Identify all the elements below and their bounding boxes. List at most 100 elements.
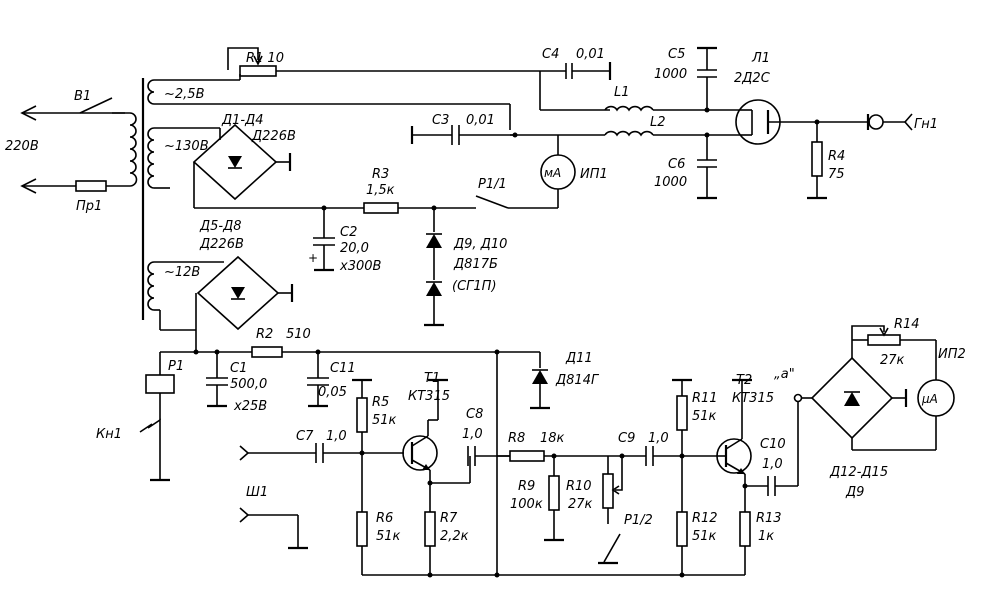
- label-ip1: ИП1: [580, 167, 608, 182]
- label-w130: ~130В: [164, 139, 209, 154]
- label-d11-type: Д814Г: [555, 373, 600, 388]
- label-c6-val: 1000: [654, 175, 687, 190]
- label-gn1: Гн1: [914, 117, 938, 132]
- label-r3: R3: [372, 167, 389, 182]
- label-r10: R10: [566, 479, 592, 494]
- label-r6: R6: [376, 511, 393, 526]
- label-c2-val2: х300В: [339, 259, 382, 274]
- r3-resistor: [363, 202, 399, 214]
- label-c1-val2: х25В: [233, 399, 267, 414]
- label-r5: R5: [372, 395, 389, 410]
- test-point-a: [793, 393, 803, 403]
- label-c2-val1: 20,0: [340, 241, 369, 256]
- label-l1: L1: [614, 85, 630, 100]
- label-r6-val: 51к: [376, 529, 401, 544]
- l2-inductor: [604, 130, 654, 137]
- label-b1: В1: [74, 89, 91, 104]
- label-t2: Т2: [736, 373, 752, 388]
- label-r4-val: 75: [828, 167, 845, 182]
- label-r2-val: 510: [286, 327, 311, 342]
- label-sg1p: (СГ1П): [452, 279, 497, 294]
- label-w25: ~2,5В: [164, 87, 205, 102]
- label-c9: С9: [618, 431, 635, 446]
- label-c8: С8: [466, 407, 483, 422]
- label-r11-val: 51к: [692, 409, 717, 424]
- label-d5d8-type: Д226В: [199, 237, 244, 252]
- label-l2: L2: [650, 115, 666, 130]
- label-mains: 220В: [5, 139, 39, 154]
- label-r11: R11: [692, 391, 718, 406]
- label-c4: С4: [542, 47, 559, 62]
- label-r13: R13: [756, 511, 782, 526]
- r9-resistor: [548, 475, 560, 511]
- label-c3: С3: [432, 113, 449, 128]
- r7-resistor: [424, 511, 436, 547]
- lv-rectifier: [154, 255, 294, 352]
- label-c1: С1: [230, 361, 247, 376]
- amp-stage-2: [497, 378, 803, 575]
- label-ip2: ИП2: [938, 347, 966, 362]
- label-d12d15: Д12-Д15: [829, 465, 888, 480]
- label-t1: Т1: [424, 371, 440, 386]
- label-c11-val: 0,05: [318, 385, 347, 400]
- label-p11: Р1/1: [478, 177, 507, 192]
- ground-bus: [362, 352, 745, 578]
- p1-relay: [145, 374, 175, 394]
- label-r7-val: 2,2к: [440, 529, 469, 544]
- label-r9: R9: [518, 479, 535, 494]
- label-point-a: „а": [774, 367, 795, 382]
- lamp-2d2s: [735, 99, 913, 200]
- heater-circuit: [154, 47, 612, 130]
- label-c7: С7: [296, 429, 314, 444]
- label-c10-val: 1,0: [762, 457, 783, 472]
- l1-inductor: [604, 105, 654, 112]
- d1-d4-bridge: [192, 123, 278, 201]
- label-w12: ~12В: [164, 265, 200, 280]
- r6-resistor: [356, 511, 368, 547]
- label-c4-val: 0,01: [576, 47, 605, 62]
- label-r3-val: 1,5к: [366, 183, 395, 198]
- label-c5: С5: [668, 47, 685, 62]
- r2-resistor: [251, 346, 283, 358]
- r10-resistor: [602, 473, 614, 509]
- hv-rectifier: [154, 123, 444, 327]
- label-r14-val: 27к: [880, 353, 905, 368]
- label-r13-val: 1к: [758, 529, 774, 544]
- c3-capacitor: [410, 125, 518, 145]
- label-lamp-type: 2Д2С: [734, 71, 771, 86]
- label-c10: С10: [760, 437, 786, 452]
- label-r12: R12: [692, 511, 718, 526]
- label-r5-val: 51к: [372, 413, 397, 428]
- label-r9-val: 100к: [510, 497, 543, 512]
- label-d5d8: Д5-Д8: [199, 219, 242, 234]
- label-c2-plus: +: [308, 251, 318, 265]
- label-r8: R8: [508, 431, 525, 446]
- labels: 220В В1 Пр1 ~2,5В ~130В ~12В R1 10 Д1-Д4…: [5, 47, 966, 544]
- label-c2: С2: [340, 225, 357, 240]
- r12-resistor: [676, 511, 688, 547]
- secondary-windings: [147, 79, 155, 311]
- label-c7-val: 1,0: [326, 429, 347, 444]
- gn1-connector: [868, 114, 884, 130]
- primary-winding: [129, 112, 138, 187]
- label-d1d4-type: Д226В: [251, 129, 296, 144]
- c5-c6-capacitors: [697, 46, 717, 200]
- label-t1-type: КТ315: [408, 389, 450, 404]
- output-meter: [801, 325, 955, 451]
- label-r1: R1 10: [246, 51, 284, 66]
- label-p1: Р1: [168, 359, 184, 374]
- mains-input: [20, 78, 145, 320]
- label-r14: R14: [894, 317, 920, 332]
- label-ma: мА: [544, 166, 561, 180]
- label-r12-val: 51к: [692, 529, 717, 544]
- r1-resistor: [239, 65, 277, 77]
- label-c3-val: 0,01: [466, 113, 495, 128]
- label-lamp: Л1: [751, 51, 770, 66]
- r8-resistor: [509, 450, 545, 462]
- r11-resistor: [676, 395, 688, 431]
- r4-resistor: [811, 141, 823, 177]
- label-r2: R2: [256, 327, 273, 342]
- label-d817: Д817Б: [453, 257, 498, 272]
- label-r4: R4: [828, 149, 845, 164]
